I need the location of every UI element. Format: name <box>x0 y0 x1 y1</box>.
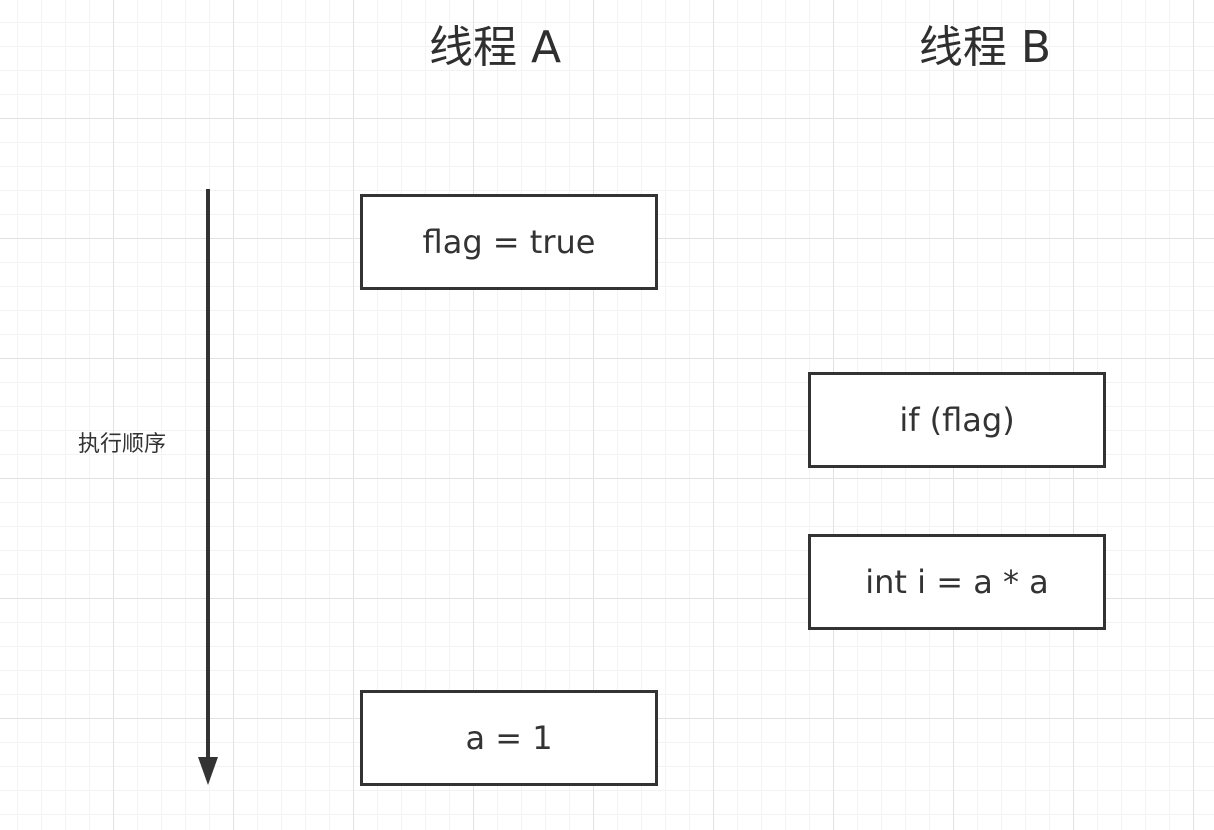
step-text: flag = true <box>422 223 596 261</box>
step-text: if (flag) <box>899 401 1015 439</box>
thread-b-header: 线程 B <box>918 22 1052 73</box>
step-text: int i = a * a <box>865 563 1049 601</box>
thread-b-step-if-flag: if (flag) <box>808 372 1106 468</box>
execution-order-axis <box>206 189 210 759</box>
arrow-down-icon <box>198 757 218 785</box>
thread-a-step-flag-assign: flag = true <box>360 194 658 290</box>
thread-a-header: 线程 A <box>428 22 562 73</box>
execution-order-label: 执行顺序 <box>78 432 167 457</box>
thread-b-step-compute-i: int i = a * a <box>808 534 1106 630</box>
thread-a-step-a-assign: a = 1 <box>360 690 658 786</box>
step-text: a = 1 <box>465 719 553 757</box>
